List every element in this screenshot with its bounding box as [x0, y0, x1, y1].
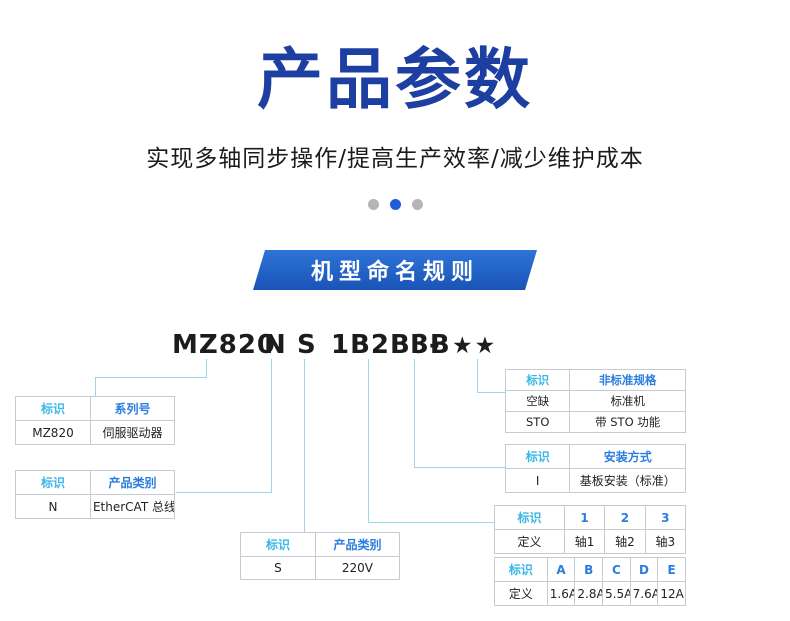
connector-line-axes-h — [368, 522, 495, 523]
table-row: 空缺标准机 — [504, 390, 686, 412]
body-cell: 定义 — [494, 529, 565, 554]
body-cell: MZ820 — [15, 420, 91, 445]
header-cell: 标识 — [15, 470, 91, 495]
connector-line-nonstandard-v — [477, 359, 478, 393]
carousel-dot[interactable] — [389, 199, 401, 210]
connector-line-series-v2 — [95, 377, 96, 396]
header-cell: 3 — [644, 505, 687, 530]
model-segment-mounting: I — [410, 330, 421, 360]
carousel-dot[interactable] — [367, 199, 379, 210]
connector-line-category-v — [271, 359, 272, 492]
page-title: 产品参数 — [257, 41, 533, 118]
body-cell: 1.6A — [546, 581, 576, 606]
connector-line-mounting-h — [414, 467, 506, 468]
section-banner: 机型命名规则 — [253, 250, 537, 290]
body-cell: 空缺 — [504, 390, 571, 412]
body-cell: 轴1 — [563, 529, 606, 554]
header-cell: E — [657, 557, 686, 582]
model-segment-category: N — [264, 330, 287, 360]
model-segment-series: MZ820 — [172, 330, 276, 360]
body-cell: 轴3 — [644, 529, 687, 554]
header-cell: 标识 — [504, 369, 571, 391]
body-cell: S — [240, 556, 316, 580]
model-segment-dash: - — [429, 330, 441, 360]
model-segment-voltage: S — [297, 330, 317, 360]
body-cell: 伺服驱动器 — [89, 420, 176, 445]
header-cell: 标识 — [494, 557, 548, 582]
header-cell: 非标准规格 — [569, 369, 686, 391]
body-cell: 12A — [657, 581, 686, 606]
body-cell: 5.5A — [602, 581, 631, 606]
header-cell: 标识 — [504, 444, 571, 469]
body-cell: STO — [504, 411, 571, 433]
connector-line-mounting-v — [414, 359, 415, 467]
header-cell: D — [629, 557, 659, 582]
header-cell: 标识 — [15, 396, 91, 421]
header-cell: 标识 — [494, 505, 565, 530]
body-cell: 带 STO 功能 — [569, 411, 686, 433]
connector-line-axes-v — [368, 359, 369, 523]
header-cell: A — [546, 557, 576, 582]
body-cell: 定义 — [494, 581, 548, 606]
header-cell: 1 — [563, 505, 606, 530]
page-subtitle: 实现多轴同步操作/提高生产效率/减少维护成本 — [146, 146, 644, 172]
carousel-dots — [0, 199, 790, 210]
header-cell: 系列号 — [89, 396, 176, 421]
connector-line-nonstandard-h — [477, 392, 506, 393]
model-segment-axes: 1B2B3B — [331, 330, 451, 360]
header-cell: 标识 — [240, 532, 316, 557]
header-cell: 2 — [604, 505, 646, 530]
header-cell: 安装方式 — [569, 444, 686, 469]
model-segment-stars: ★★ — [452, 333, 498, 359]
connector-line-voltage-v — [304, 359, 305, 532]
header-cell: 产品类别 — [89, 470, 176, 495]
body-cell: I — [504, 468, 571, 493]
section-banner-label: 机型命名规则 — [310, 260, 479, 285]
connector-line-series-v — [206, 359, 207, 377]
body-cell: 220V — [314, 556, 401, 580]
connector-line-category-h — [176, 492, 272, 493]
body-cell: 7.6A — [629, 581, 659, 606]
carousel-dot[interactable] — [411, 199, 423, 210]
connector-line-series-h — [95, 377, 207, 378]
header-cell: C — [602, 557, 631, 582]
body-cell: 轴2 — [604, 529, 646, 554]
header-cell: 产品类别 — [314, 532, 401, 557]
body-cell: 2.8A — [574, 581, 604, 606]
header-cell: B — [574, 557, 604, 582]
body-cell: N — [15, 494, 91, 519]
body-cell: EtherCAT 总线型 — [89, 494, 176, 519]
body-cell: 基板安装（标准） — [569, 468, 686, 493]
body-cell: 标准机 — [569, 390, 686, 412]
